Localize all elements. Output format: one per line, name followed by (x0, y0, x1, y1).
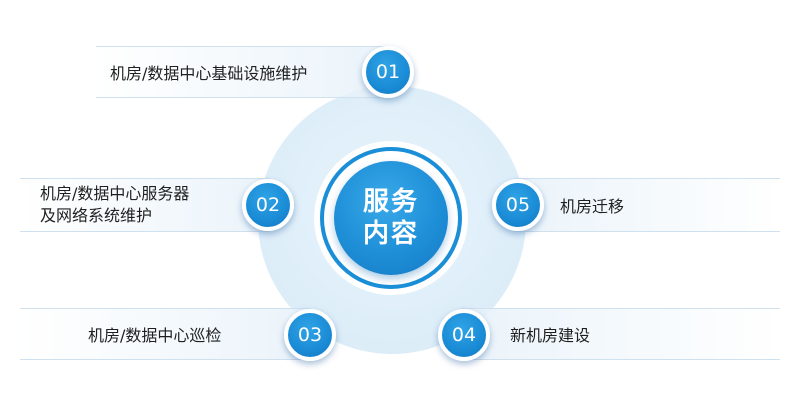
item-05-shade (514, 178, 780, 232)
item-02-number: 02 (255, 194, 281, 216)
item-04-number: 04 (451, 324, 477, 346)
item-04-bottom-line (460, 359, 780, 360)
item-02-label-line1: 机房/数据中心服务器 (40, 184, 190, 203)
item-02-top-line (20, 178, 270, 179)
item-05-number: 05 (505, 194, 531, 216)
item-01-top-line (96, 46, 386, 47)
item-05-badge: 05 (492, 179, 544, 231)
item-01-shade (96, 46, 386, 98)
item-02-label-box: 机房/数据中心服务器 及网络系统维护 (40, 178, 250, 232)
item-05-label-box: 机房迁移 (560, 178, 740, 232)
item-01-label-box: 机房/数据中心基础设施维护 (110, 46, 370, 98)
item-04-top-line (460, 308, 780, 309)
center-ring-outline (320, 147, 462, 289)
item-05-label: 机房迁移 (560, 197, 625, 216)
item-02-label-line2: 及网络系统维护 (40, 206, 153, 225)
item-04-badge: 04 (438, 309, 490, 361)
center-title-line1: 服务 (362, 187, 419, 217)
item-01-number: 01 (375, 61, 401, 83)
item-05-bottom-line (514, 231, 780, 232)
item-03-badge: 03 (284, 309, 336, 361)
center-title-line2: 内容 (362, 219, 419, 249)
item-05-top-line (514, 178, 780, 179)
item-03-bottom-line (20, 359, 310, 360)
item-01-badge: 01 (362, 46, 414, 98)
item-01-label: 机房/数据中心基础设施维护 (110, 64, 308, 83)
item-02-badge: 02 (242, 179, 294, 231)
center-circle: 服务 内容 (334, 161, 448, 275)
item-03-label-box: 机房/数据中心巡检 (88, 308, 288, 360)
item-03-top-line (20, 308, 310, 309)
item-02-bottom-line (20, 231, 270, 232)
item-04-label: 新机房建设 (510, 326, 591, 345)
item-03-label: 机房/数据中心巡检 (88, 326, 222, 345)
item-04-label-box: 新机房建设 (510, 308, 710, 360)
item-03-number: 03 (297, 324, 323, 346)
item-02-shade (20, 178, 270, 232)
item-04-shade (460, 308, 780, 360)
item-01-bottom-line (96, 97, 386, 98)
item-03-shade (20, 308, 310, 360)
